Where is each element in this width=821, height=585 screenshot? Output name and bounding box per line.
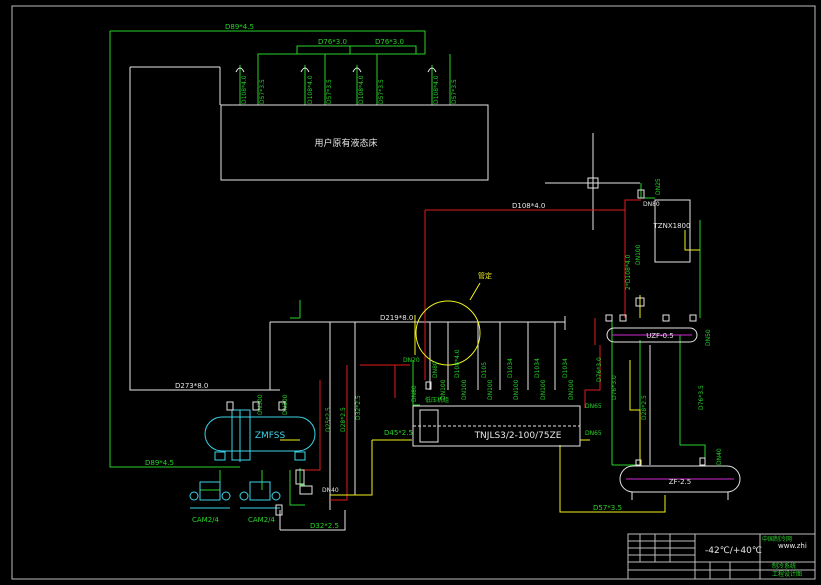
label-d76-mid: D76*3.0 <box>611 375 618 400</box>
title-block <box>627 533 816 580</box>
label-branch-6: D57*3.5 <box>378 79 385 104</box>
drawing-frame <box>11 5 816 580</box>
label-manifold-2: DN100 <box>461 379 468 400</box>
label-dn25-tz: DN25 <box>655 178 662 195</box>
pump-left <box>189 481 231 509</box>
pump-left-label: CAM2/4 <box>192 516 220 524</box>
label-branch-4: D57*3.5 <box>326 79 333 104</box>
label-d76-right: D76*3.0 <box>375 38 404 46</box>
compressor-label: TNJLS3/2-100/75ZE <box>474 431 562 441</box>
label-dn300-a: DN300 <box>257 394 264 415</box>
label-manifold-sub-2: D108*4.0 <box>454 349 461 378</box>
label-dn40-right: DN40 <box>716 448 723 465</box>
label-manifold-1: DN100 <box>440 379 447 400</box>
label-dn65-b: DN65 <box>585 430 602 437</box>
label-branch-8: D57*3.5 <box>451 79 458 104</box>
uzf-label: UZF-0.5 <box>646 332 673 340</box>
label-manifold-3: DN100 <box>487 379 494 400</box>
label-d108-mid: D108*4.0 <box>512 202 545 210</box>
label-branch-7: D108*4.0 <box>433 75 440 104</box>
uzf-vessel: UZF-0.5 <box>606 327 698 343</box>
label-d25: D25*2.5 <box>325 407 332 432</box>
tznx-vessel: TZNX1800 <box>653 199 691 263</box>
label-d76-left: D76*3.0 <box>318 38 347 46</box>
consumer-box <box>220 104 489 181</box>
label-dn65-a: DN65 <box>585 403 602 410</box>
yellow-piping <box>280 230 700 513</box>
pump-right-label: CAM2/4 <box>248 516 276 524</box>
title-watermark: www.zhi <box>778 542 807 550</box>
tznx-label: TZNX1800 <box>653 222 691 230</box>
title-temperature: -42℃/+40℃ <box>705 546 762 556</box>
label-d32-bottom: D32*2.5 <box>310 522 339 530</box>
label-branch-3: D108*4.0 <box>307 75 314 104</box>
valve-group-circle <box>415 300 481 366</box>
label-dn80: DN80 <box>411 385 418 402</box>
label-d57-bottom: D57*3.5 <box>593 504 622 512</box>
valve-group-note: 管定 <box>478 271 492 280</box>
label-dn50: DN50 <box>705 329 712 346</box>
compressor-tag: 低压机组 <box>425 396 449 404</box>
valve-symbols <box>226 189 706 516</box>
label-dn20: DN20 <box>403 357 420 364</box>
pump-right <box>239 481 281 509</box>
label-manifold-sub-3: D105 <box>481 362 488 378</box>
zmfss-vessel: ZMFSS <box>204 409 316 462</box>
label-manifold-4: DN100 <box>513 379 520 400</box>
label-d219: D219*8.0 <box>380 314 413 322</box>
zmfss-label: ZMFSS <box>255 431 286 441</box>
zf-label: ZF-2.5 <box>669 478 691 486</box>
label-manifold-sub-5: D1034 <box>534 358 541 378</box>
label-manifold-sub-4: D1034 <box>507 358 514 378</box>
red-piping <box>300 199 641 501</box>
pipe-labels: D89*4.5 D76*3.0 D76*3.0 D108*4.0 D57*3.5… <box>145 23 723 530</box>
label-d28: D28*2.5 <box>340 407 347 432</box>
label-branch-5: D108*4.0 <box>358 75 365 104</box>
label-d45: D45*2.5 <box>384 429 413 437</box>
label-branch-2: D57*3.5 <box>259 79 266 104</box>
label-manifold-6: DN100 <box>568 379 575 400</box>
zf-vessel: ZF-2.5 <box>619 465 741 500</box>
label-d32-v: D32*2.5 <box>355 395 362 420</box>
label-d89-top: D89*4.5 <box>225 23 254 31</box>
label-dn80-tz: DN80 <box>643 201 660 208</box>
label-dn100: DN100 <box>635 244 642 265</box>
title-row3: 工程设计图 <box>772 570 802 578</box>
return-bends <box>235 67 437 73</box>
label-manifold-sub-1: DN80 <box>432 361 439 378</box>
label-d273: D273*8.0 <box>175 382 208 390</box>
label-manifold-5: DN100 <box>540 379 547 400</box>
label-d28-vert: D28*2.5 <box>641 395 648 420</box>
title-row2: 制冷系统 <box>772 562 796 570</box>
label-dn40: DN40 <box>322 487 339 494</box>
green-piping <box>109 30 706 506</box>
label-d76-vert: D76*3.0 <box>596 357 603 382</box>
label-branch-1: D108*4.0 <box>241 75 248 104</box>
label-d108-tz: 2*D108*4.0 <box>625 254 632 290</box>
compressor-unit: TNJLS3/2-100/75ZE 低压机组 <box>412 396 581 447</box>
consumer-box-label: 用户原有液态床 <box>314 137 377 149</box>
label-d89-bottom: D89*4.5 <box>145 459 174 467</box>
label-manifold-sub-6: D1034 <box>562 358 569 378</box>
title-row1: 中国制冷网 <box>762 535 792 543</box>
label-d76-low: D76*3.5 <box>698 385 705 410</box>
